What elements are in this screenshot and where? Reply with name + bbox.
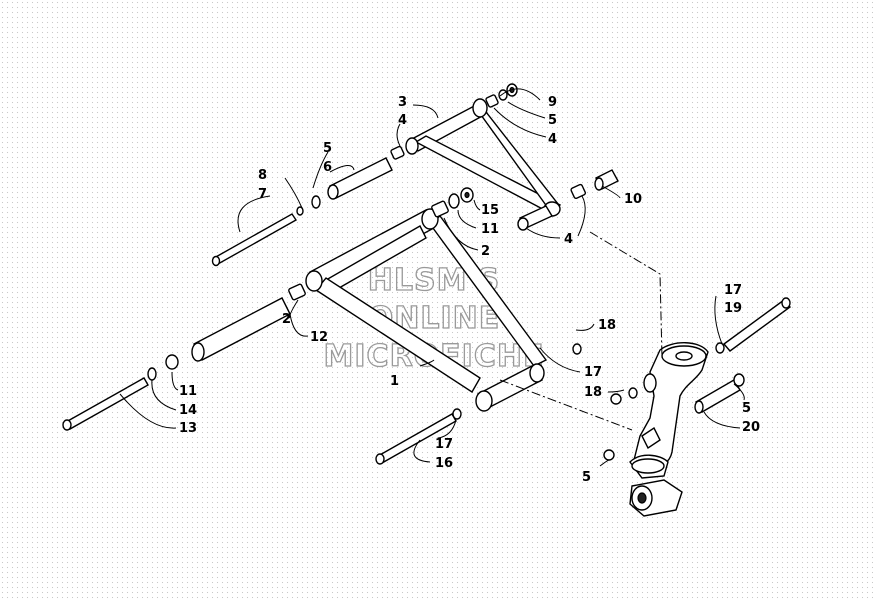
callout-labels: 3 4 9 5 4 5 6 8 7 10 15 11 2 4 2 12 17 1… [179, 95, 760, 485]
washer-17-upper [715, 342, 725, 354]
bushing-4-ball-right [570, 183, 587, 200]
lower-arm-outboard-end-right [529, 363, 545, 383]
callout-18-mid: 18 [584, 385, 602, 400]
washer-11-front [448, 193, 460, 209]
washer-5-upper-rear [311, 195, 321, 209]
callout-11-front: 11 [481, 222, 499, 237]
knuckle-ball-joint-boss [643, 373, 657, 393]
sleeve-20-end [694, 400, 704, 414]
callout-11-rear: 11 [179, 384, 197, 399]
lower-arm-rear-bushing-end [305, 270, 323, 292]
sleeve-6-end [327, 184, 339, 200]
upper-arm-front-bushing-end [472, 98, 488, 118]
bolt-19-head [781, 297, 791, 309]
sleeve-12-end [191, 342, 205, 362]
knuckle-hardware[interactable] [572, 297, 792, 461]
callout-4-ball-joint: 4 [564, 232, 573, 247]
sleeve-6 [329, 157, 393, 199]
sleeve-12 [193, 297, 291, 361]
callout-14: 14 [179, 403, 197, 418]
knuckle-lower-eye [631, 458, 665, 474]
spindle-center [637, 492, 647, 504]
callout-19: 19 [724, 301, 742, 316]
washer-14 [147, 367, 157, 381]
callout-17-upper: 17 [724, 283, 742, 298]
callout-9: 9 [548, 95, 557, 110]
callout-5-upper-rear: 5 [323, 141, 332, 156]
washer-8 [296, 206, 304, 216]
callout-13: 13 [179, 421, 197, 436]
lower-arm-outboard-end-left [475, 390, 493, 412]
bolt-7-head [211, 255, 221, 267]
ball-joint-hardware[interactable] [517, 169, 619, 231]
callout-2-front: 2 [481, 244, 490, 259]
callout-5-lower: 5 [582, 470, 591, 485]
bushing-4-ball-left-end [517, 217, 529, 231]
callout-17-mid: 17 [584, 365, 602, 380]
callout-4-upper-front: 4 [548, 132, 557, 147]
callout-5-upper-front: 5 [548, 113, 557, 128]
knuckle-lower-arm-tab [641, 426, 661, 450]
washer-17-lower [452, 408, 462, 420]
bolt-13-head [62, 419, 72, 431]
bushing-2-front [431, 200, 449, 218]
upper-arm-rear-diagonal [414, 135, 562, 215]
callout-16: 16 [435, 456, 453, 471]
callout-6: 6 [323, 160, 332, 175]
callout-4-upper-arm: 4 [398, 113, 407, 128]
bolt-13 [65, 377, 149, 430]
upper-arm-hardware-rear[interactable] [211, 145, 405, 267]
washer-17-mid [628, 387, 638, 399]
callout-1: 1 [390, 374, 399, 389]
bolt-19 [722, 299, 792, 352]
callout-20: 20 [742, 420, 760, 435]
bolt-16-head [375, 453, 385, 465]
bolt-7 [212, 213, 298, 265]
washer-11-rear [165, 354, 179, 370]
callout-5-knuckle: 5 [742, 401, 751, 416]
pin-10-end [594, 177, 604, 191]
leader-lines [119, 88, 745, 467]
callout-10: 10 [624, 192, 642, 207]
lower-a-arm[interactable] [305, 208, 548, 412]
nut-15-hole [464, 191, 470, 199]
knuckle-upper-eye-hole [675, 351, 693, 361]
washer-5-upper-front [498, 89, 508, 101]
washer-5-knuckle [733, 373, 745, 387]
upper-a-arm[interactable] [405, 98, 562, 217]
steering-knuckle[interactable] [629, 342, 709, 517]
bushing-4-upper-rear [390, 145, 405, 160]
callout-17-lower: 17 [435, 437, 453, 452]
upper-arm-rear-bushing-end [405, 137, 419, 155]
washer-5-lower [603, 449, 615, 461]
bushing-2-rear [288, 283, 306, 301]
lower-arm-hardware-rear[interactable] [62, 283, 306, 431]
nut-18-upper [572, 343, 582, 355]
callout-15: 15 [481, 203, 499, 218]
callout-8: 8 [258, 168, 267, 183]
lower-arm-hardware-front[interactable] [431, 187, 474, 218]
nut-18-mid [610, 393, 622, 405]
callout-2-rear: 2 [282, 312, 291, 327]
callout-7: 7 [258, 187, 267, 202]
callout-3: 3 [398, 95, 407, 110]
callout-12: 12 [310, 330, 328, 345]
bushing-4-upper-front [485, 94, 499, 108]
callout-18-upper: 18 [598, 318, 616, 333]
